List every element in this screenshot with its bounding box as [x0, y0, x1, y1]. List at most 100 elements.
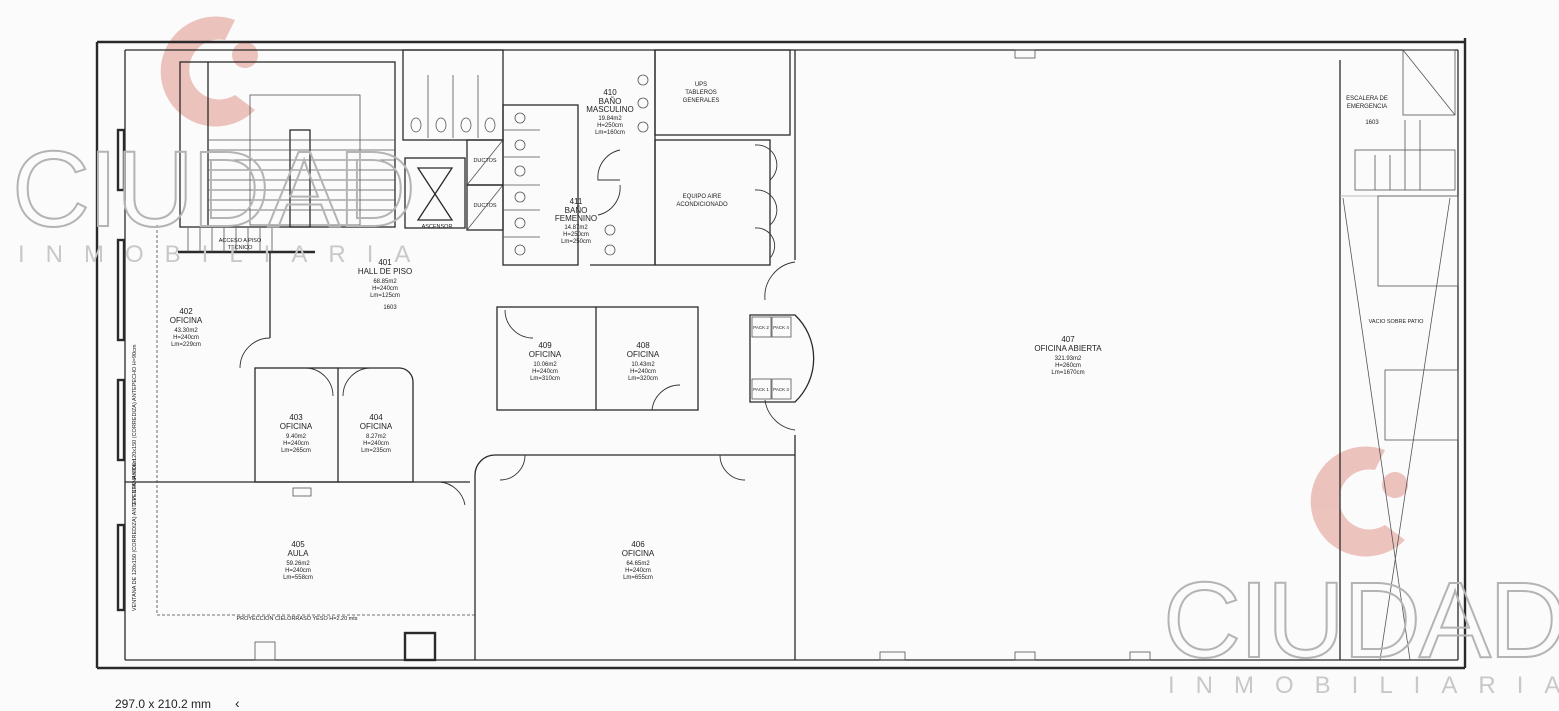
svg-text:H=240cm: H=240cm [283, 441, 309, 447]
ups-label: TABLEROS [685, 90, 717, 96]
svg-text:Lm=235cm: Lm=235cm [361, 448, 391, 454]
page-size-label: 297.0 x 210.2 mm [115, 697, 212, 711]
svg-text:321.93m2: 321.93m2 [1055, 356, 1082, 362]
svg-text:OFICINA: OFICINA [529, 350, 562, 359]
interior-walls: PROYECCION CIELORRASO YESO H=2.20 mts 2 … [125, 50, 796, 662]
svg-text:411: 411 [570, 197, 583, 206]
restroom-core: ASCENSOR DUCTOS DUCTOS [402, 49, 656, 266]
svg-text:43.30m2: 43.30m2 [174, 328, 198, 334]
svg-text:AULA: AULA [288, 549, 310, 558]
watermark-sub-top: INMOBILIARIA [18, 241, 431, 268]
ac-packs: PACK 2 PACK 4 PACK 1 PACK 3 [749, 314, 815, 403]
watermark-brand-top: CIUDAD [12, 128, 414, 249]
equipo-label: ACONDICIONADO [676, 202, 728, 208]
level-marker: 1603 [1365, 120, 1379, 126]
ups-label: GENERALES [683, 98, 720, 104]
window-note-2: VENTANA DE 120x150 (CORREDIZA) ANTEPECHO… [132, 458, 138, 611]
svg-text:OFICINA: OFICINA [627, 350, 660, 359]
svg-text:Lm=160cm: Lm=160cm [595, 130, 625, 136]
pack-label: PACK 2 [753, 325, 769, 330]
svg-text:Lm=265cm: Lm=265cm [281, 448, 311, 454]
svg-text:9.40m2: 9.40m2 [286, 434, 307, 440]
svg-text:Lm=250cm: Lm=250cm [561, 239, 591, 245]
svg-text:BAÑO: BAÑO [599, 97, 622, 106]
svg-text:10.06m2: 10.06m2 [533, 362, 557, 368]
level-marker: 1603 [383, 305, 397, 311]
svg-text:405: 405 [291, 540, 305, 549]
svg-text:Lm=310cm: Lm=310cm [530, 376, 560, 382]
equipo-label: EQUIPO AIRE [683, 194, 722, 200]
svg-text:Lm=125cm: Lm=125cm [370, 293, 400, 299]
ductos-label-2: DUCTOS [473, 203, 496, 209]
pack-label: PACK 3 [773, 387, 789, 392]
watermark-brand-bottom: CIUDAD [1163, 559, 1559, 680]
svg-text:OFICINA: OFICINA [622, 549, 655, 558]
svg-text:19.84m2: 19.84m2 [598, 116, 622, 122]
svg-text:64.65m2: 64.65m2 [626, 561, 650, 567]
watermark-sub-bottom: INMOBILIARIA [1168, 672, 1559, 699]
window-note-1: 2 VENTANAS DE 120x150 (CORREDIZA) ANTEPE… [132, 344, 138, 505]
svg-text:407: 407 [1061, 335, 1075, 344]
escalera-label: ESCALERA DE [1346, 96, 1388, 102]
elevator [404, 157, 466, 229]
svg-text:Lm=229cm: Lm=229cm [171, 342, 201, 348]
emergency-stair: ESCALERA DE EMERGENCIA 1603 VACIO SOBRE … [1339, 49, 1459, 661]
svg-text:59.26m2: 59.26m2 [286, 561, 310, 567]
svg-text:H=250cm: H=250cm [563, 232, 589, 238]
pack-label: PACK 4 [773, 325, 789, 330]
svg-text:403: 403 [289, 413, 303, 422]
ascensor-label: ASCENSOR [422, 224, 453, 230]
collapse-button[interactable]: ‹ [235, 695, 240, 711]
watermark-logo-bottom [1310, 446, 1408, 557]
svg-text:H=240cm: H=240cm [532, 369, 558, 375]
svg-text:404: 404 [369, 413, 383, 422]
svg-text:H=240cm: H=240cm [630, 369, 656, 375]
main-staircase: ACCESO A PISO TECNICO [178, 61, 396, 254]
svg-text:401: 401 [378, 258, 392, 267]
svg-text:OFICINA: OFICINA [170, 316, 203, 325]
svg-text:BAÑO: BAÑO [565, 206, 588, 215]
svg-text:HALL DE PISO: HALL DE PISO [358, 267, 412, 276]
svg-text:MASCULINO: MASCULINO [586, 105, 634, 114]
svg-text:402: 402 [179, 307, 193, 316]
svg-text:H=260cm: H=260cm [1055, 363, 1081, 369]
proyeccion-label: PROYECCION CIELORRASO YESO H=2.20 mts [236, 616, 357, 622]
svg-text:OFICINA ABIERTA: OFICINA ABIERTA [1034, 344, 1102, 353]
svg-text:Lm=320cm: Lm=320cm [628, 376, 658, 382]
svg-text:408: 408 [636, 341, 650, 350]
vacio-label: VACIO SOBRE PATIO [1369, 319, 1424, 325]
svg-text:8.27m2: 8.27m2 [366, 434, 387, 440]
svg-text:H=240cm: H=240cm [285, 568, 311, 574]
svg-text:H=240cm: H=240cm [173, 335, 199, 341]
svg-text:Lm=655cm: Lm=655cm [623, 575, 653, 581]
svg-text:H=240cm: H=240cm [372, 286, 398, 292]
svg-text:OFICINA: OFICINA [360, 422, 393, 431]
svg-text:14.87m2: 14.87m2 [564, 225, 588, 231]
svg-text:410: 410 [603, 88, 617, 97]
svg-text:FEMENINO: FEMENINO [555, 214, 597, 223]
svg-text:Lm=1670cm: Lm=1670cm [1051, 370, 1084, 376]
pack-label: PACK 1 [753, 387, 769, 392]
svg-text:H=240cm: H=240cm [625, 568, 651, 574]
escalera-label: EMERGENCIA [1347, 104, 1387, 110]
svg-text:H=250cm: H=250cm [597, 123, 623, 129]
acceso-label-1: ACCESO A PISO [219, 238, 262, 244]
ductos-label-1: DUCTOS [473, 158, 496, 164]
svg-text:409: 409 [538, 341, 552, 350]
watermark-logo-top [160, 16, 258, 127]
svg-text:10.43m2: 10.43m2 [631, 362, 655, 368]
svg-text:406: 406 [631, 540, 645, 549]
svg-text:OFICINA: OFICINA [280, 422, 313, 431]
